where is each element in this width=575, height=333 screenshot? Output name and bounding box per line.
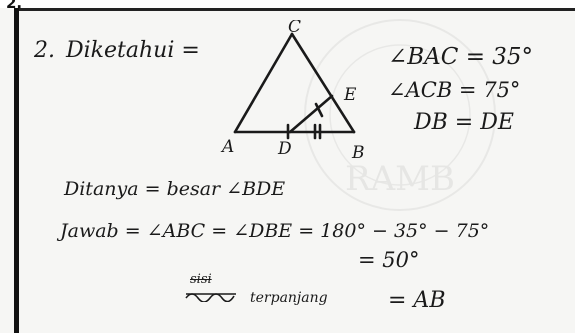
watermark-text: RAMB (345, 159, 455, 199)
vertex-b-label: B (351, 143, 365, 163)
vertex-a-label: A (220, 137, 234, 157)
frame-top-edge (14, 8, 575, 11)
side-ca (233, 32, 294, 134)
crossed-word-text: sisi (190, 272, 212, 287)
vertex-c-label: C (288, 20, 301, 37)
tick-de (314, 102, 324, 118)
crossed-word: sisi (190, 272, 212, 287)
given-db-de: DB = DE (414, 110, 514, 135)
given-angle-acb: ∠ACB = 75° (388, 78, 521, 102)
side-note-value: = AB (388, 288, 446, 313)
watermark-seal: RAMB (304, 19, 496, 211)
problem-number: 2. (34, 38, 55, 63)
segment-de (288, 94, 334, 134)
top-margin (0, 0, 575, 8)
answer-line-1: Jawab = ∠ABC = ∠DBE = 180° − 35° − 75° (60, 220, 490, 242)
side-note-label: terpanjang (250, 290, 328, 306)
side-cb (290, 32, 356, 134)
asked-line: Ditanya = besar ∠BDE (64, 178, 286, 200)
scribble-mark (185, 293, 236, 302)
corner-tag: 2. (6, 0, 23, 12)
triangle-diagram: C E A D B (220, 20, 365, 163)
given-label: Diketahui = (66, 38, 200, 63)
vertex-e-label: E (343, 85, 357, 105)
frame-left-edge (14, 8, 19, 333)
given-angle-bac: ∠BAC = 35° (388, 44, 534, 70)
answer-line-2: = 50° (358, 248, 420, 272)
vertex-d-label: D (277, 139, 292, 159)
